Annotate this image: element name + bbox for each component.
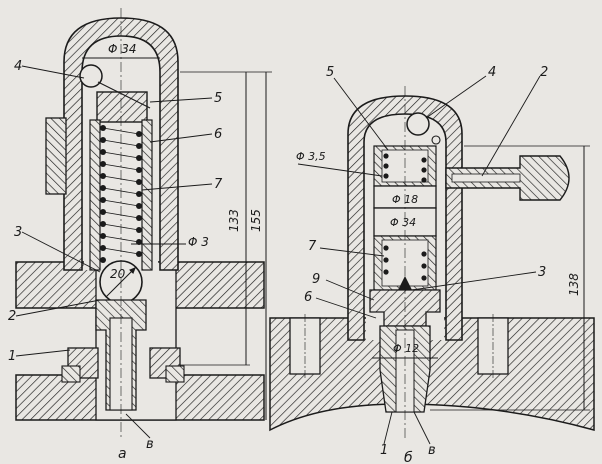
dim-d35: Φ 3,5 — [296, 150, 326, 163]
dim-d12: Φ 12 — [393, 342, 419, 355]
upper-spring-coils — [383, 153, 427, 183]
label-a-6: 6 — [214, 127, 222, 142]
sleeve-right — [141, 119, 153, 271]
dim-d20: 20 — [110, 267, 126, 281]
label-a-v: в — [146, 437, 154, 452]
caption-a: а — [118, 446, 127, 462]
view-b: Φ 3,5 Φ 18 Φ 34 Φ 12 138 5 4 2 7 9 6 3 1… — [269, 65, 595, 464]
label-a-1: 1 — [8, 349, 16, 364]
dim-h138: 138 — [567, 273, 581, 296]
leaders-a — [15, 65, 213, 439]
label-a-4: 4 — [14, 59, 22, 74]
ball-channel — [97, 81, 151, 109]
washer-left — [61, 365, 81, 383]
dim-h133: 133 — [227, 209, 241, 232]
dim-h155: 155 — [249, 209, 263, 232]
label-b-2: 2 — [540, 65, 548, 80]
view-a: Φ 34 Φ 3 20 133 155 4 5 6 7 3 2 1 в — [8, 8, 272, 462]
spring-eye-b — [431, 135, 441, 145]
housing-wall — [63, 17, 179, 271]
label-a-5: 5 — [214, 91, 222, 106]
label-a-3: 3 — [14, 225, 22, 240]
top-plug — [96, 91, 148, 123]
dim-d18: Φ 18 — [392, 193, 418, 206]
label-a-7: 7 — [214, 177, 223, 192]
valve-pin — [398, 276, 412, 290]
label-b-7: 7 — [308, 239, 317, 254]
label-b-3: 3 — [538, 265, 546, 280]
label-b-6: 6 — [304, 290, 312, 305]
side-boss — [45, 117, 67, 195]
label-b-5: 5 — [326, 65, 334, 80]
leaders-b — [315, 75, 541, 445]
outlet-bore — [451, 173, 521, 183]
label-b-v: в — [428, 443, 436, 458]
dim-d34: Φ 34 — [108, 42, 137, 56]
label-b-9: 9 — [312, 272, 320, 287]
dim-d34b: Φ 34 — [390, 216, 416, 229]
lower-spring-coils — [383, 245, 427, 281]
small-ball-b — [406, 112, 430, 136]
small-ball — [79, 64, 103, 88]
sleeve-left — [89, 119, 101, 271]
housing-wall-b — [347, 95, 463, 341]
label-a-2: 2 — [8, 309, 16, 324]
dim-35-leader — [297, 163, 383, 177]
caption-b: б — [404, 450, 413, 464]
label-b-4: 4 — [488, 65, 496, 80]
dim-d3: Φ 3 — [188, 235, 209, 249]
label-b-1: 1 — [380, 443, 388, 458]
washer-right — [165, 365, 185, 383]
